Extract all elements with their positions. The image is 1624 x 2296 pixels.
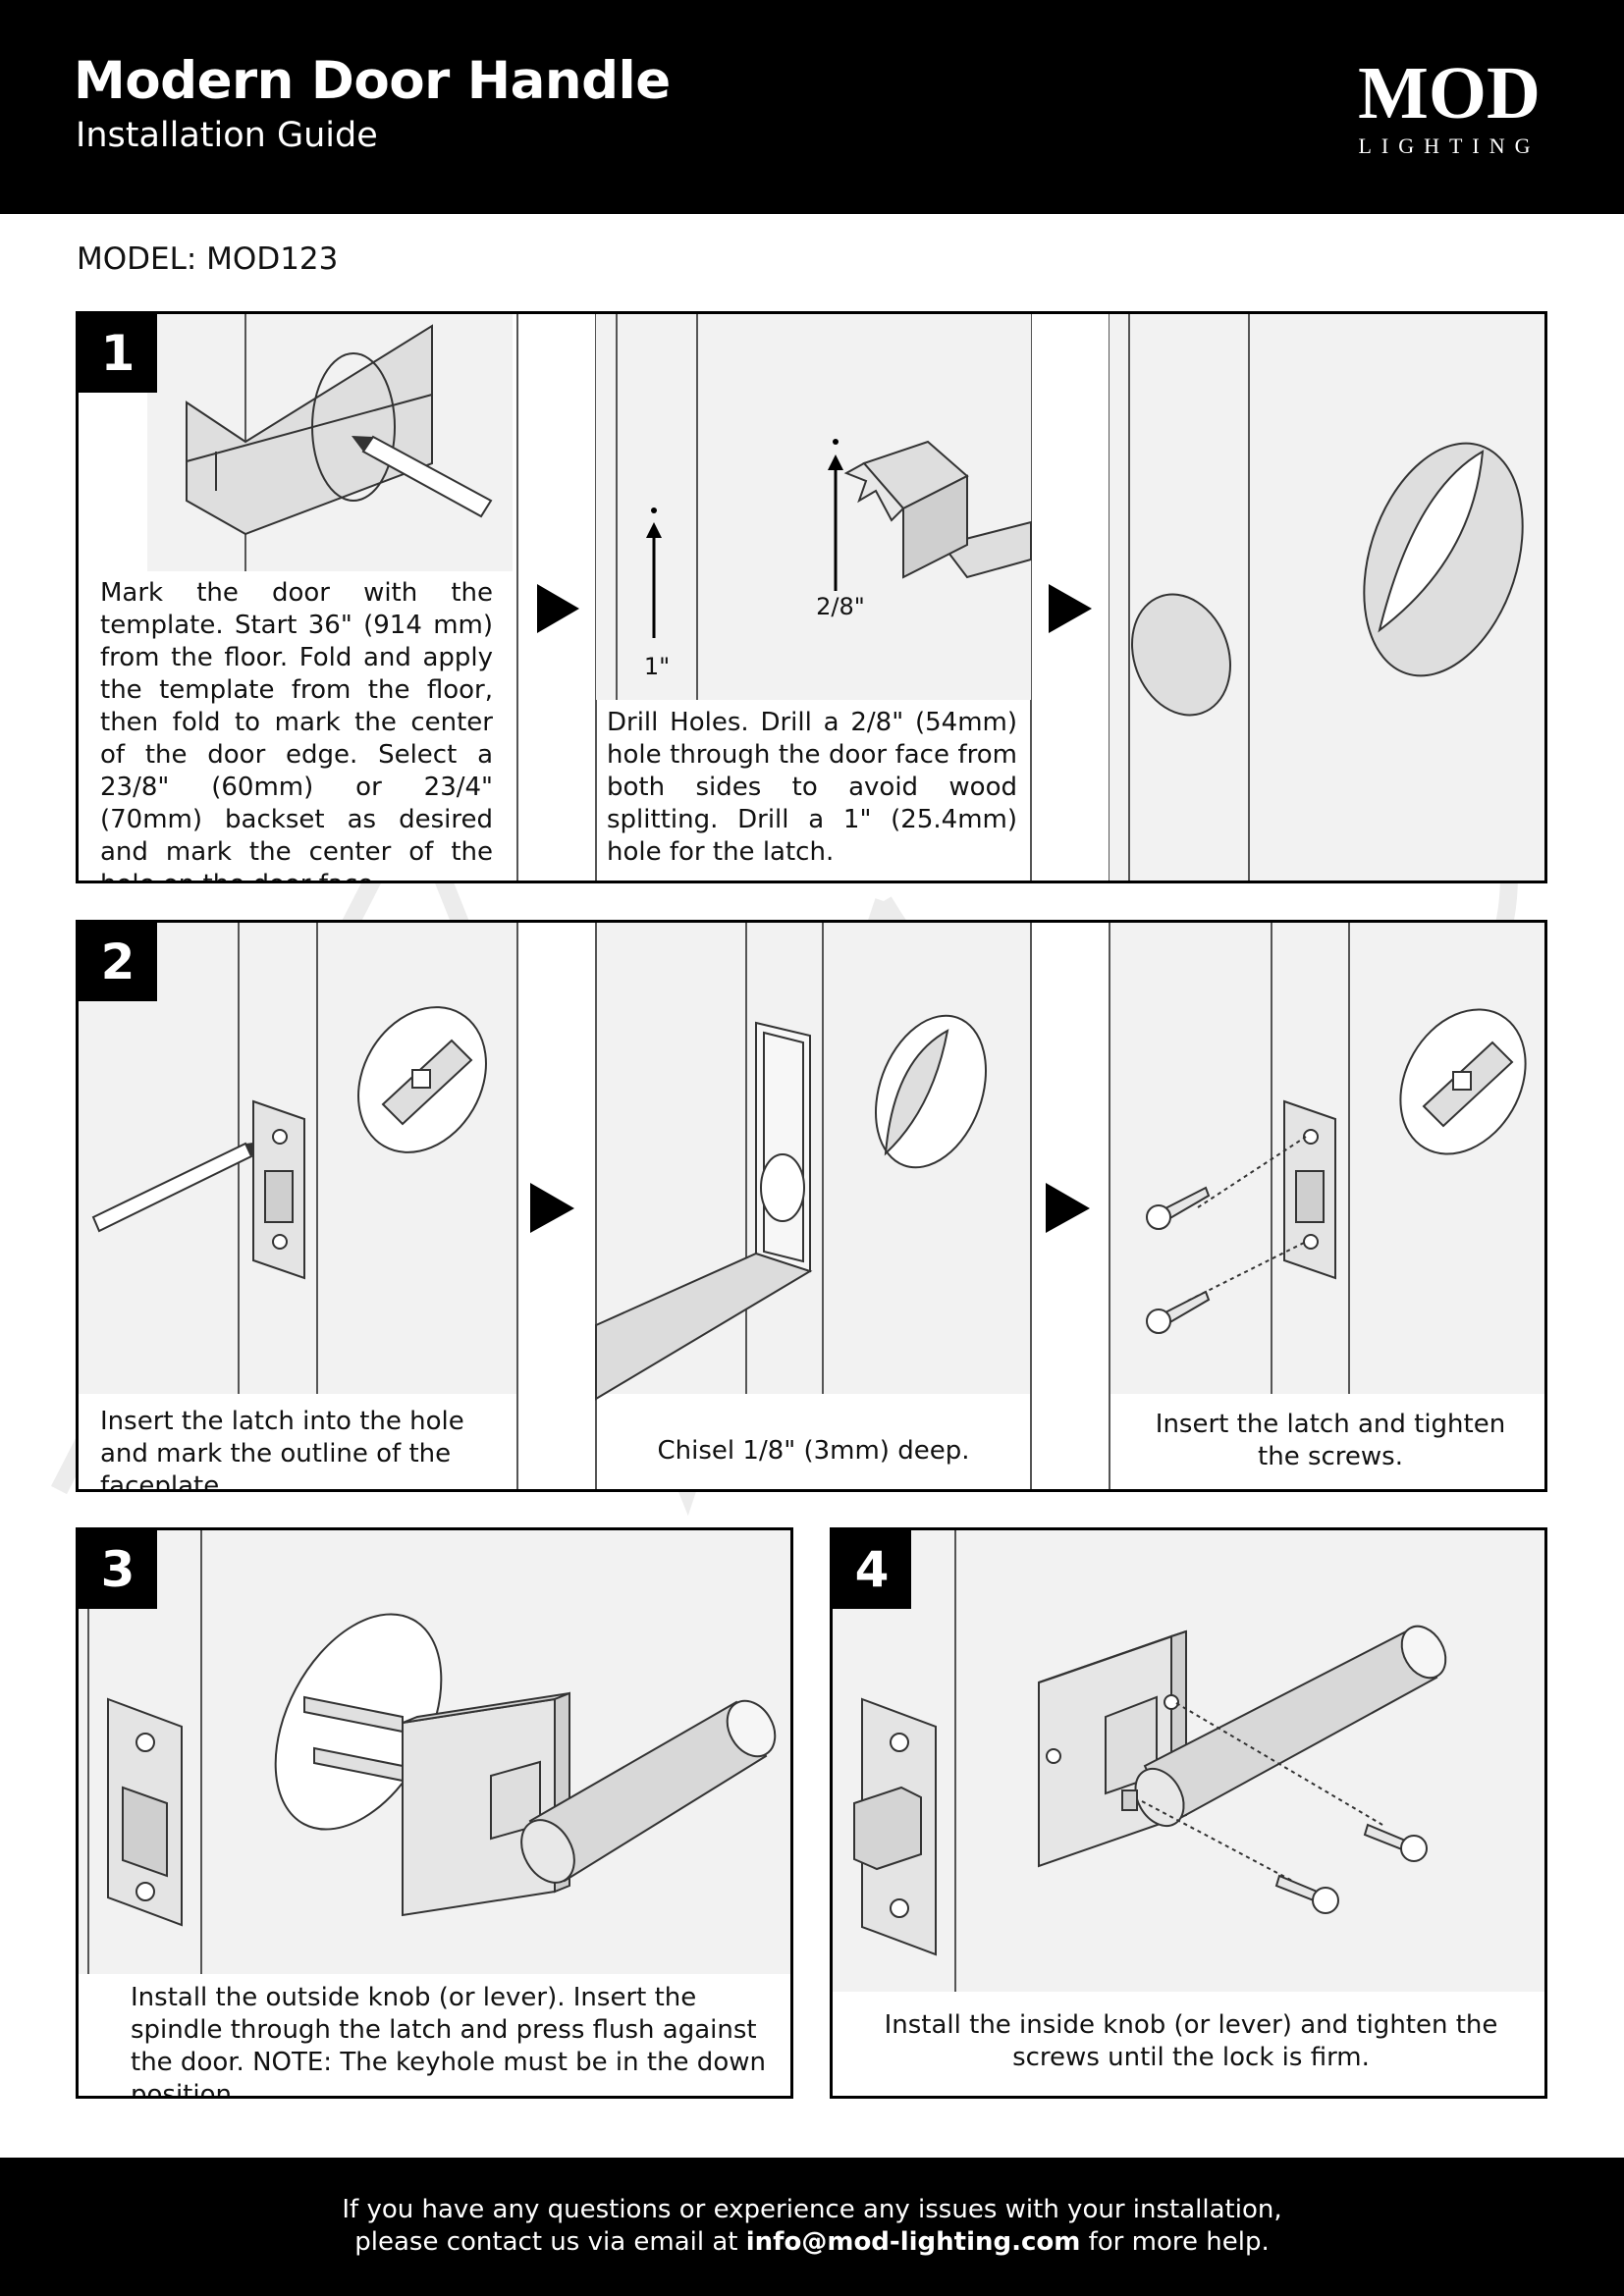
logo-sub-text: LIGHTING [1358,133,1540,158]
latch-hole-arrow [646,507,662,638]
step-3-illustration [79,1530,790,1974]
screw-icon [1274,1874,1339,1914]
step-4-panel: 4 [830,1527,1547,2099]
screw-icon [1363,1823,1428,1862]
step-2-illustration [79,923,1544,1489]
step-2-number: 2 [79,923,157,1001]
footer-line-2-suffix: for more help. [1088,2227,1270,2257]
logo-main-text: MOD [1358,57,1541,134]
document-title: Modern Door Handle [74,51,671,111]
inside-lever [1038,1625,1447,1868]
pencil-icon [352,435,493,518]
outside-lever [402,1691,777,1917]
step-1-illustration: 1" 2/8" [147,314,1544,881]
brand-logo: MOD LIGHTING [1358,57,1541,158]
next-arrow-icon [530,1183,574,1233]
step-4-number: 4 [833,1530,911,1609]
latch-faceplate [107,1697,183,1927]
step-1-number: 1 [79,314,157,393]
latch-size-label: 1" [644,653,670,680]
screw-icon [1146,1186,1211,1230]
footer-contact-text: If you have any questions or experience … [0,2194,1624,2259]
step-1a-instructions: Mark the door with the template. Start 3… [100,578,493,881]
hole-saw-drill-icon [843,440,1032,579]
model-label: MODEL: MOD123 [77,241,339,277]
step-2-panel: 2 [76,920,1547,1492]
step-2c-instructions: Insert the latch and tighten the screws. [1155,1410,1506,1471]
next-arrow-icon [1049,584,1092,633]
latch-faceplate [853,1697,937,1956]
step-2a-instructions: Insert the latch into the hole and mark … [100,1407,464,1492]
face-hole-arrow [828,439,843,591]
step-3-instructions: Install the outside knob (or lever). Ins… [131,1983,766,2099]
step-3-panel: 3 Install the outside knob (or lever). I… [76,1527,793,2099]
footer-bar: If you have any questions or experience … [0,2158,1624,2296]
footer-line-2: please contact us via email at info@mod-… [0,2226,1624,2259]
screw-icon [1146,1290,1211,1334]
support-email-link[interactable]: info@mod-lighting.com [745,2227,1081,2257]
header-bar: Modern Door Handle Installation Guide MO… [0,0,1624,214]
step-2b-instructions: Chisel 1/8" (3mm) deep. [657,1436,970,1466]
step-4-instructions: Install the inside knob (or lever) and t… [884,2010,1498,2072]
footer-line-2-prefix: please contact us via email at [354,2227,738,2257]
face-size-label: 2/8" [816,593,865,620]
next-arrow-icon [1046,1183,1090,1233]
document-subtitle: Installation Guide [76,116,378,155]
step-4-illustration [833,1530,1544,1992]
next-arrow-icon [537,584,579,633]
step-1b-instructions: Drill Holes. Drill a 2/8" (54mm) hole th… [607,708,1017,867]
step-3-number: 3 [79,1530,157,1609]
latch-faceplate [1283,1099,1336,1280]
latch-faceplate [252,1099,305,1280]
footer-line-1: If you have any questions or experience … [342,2195,1282,2224]
step-1-panel: 1 1" [76,311,1547,883]
